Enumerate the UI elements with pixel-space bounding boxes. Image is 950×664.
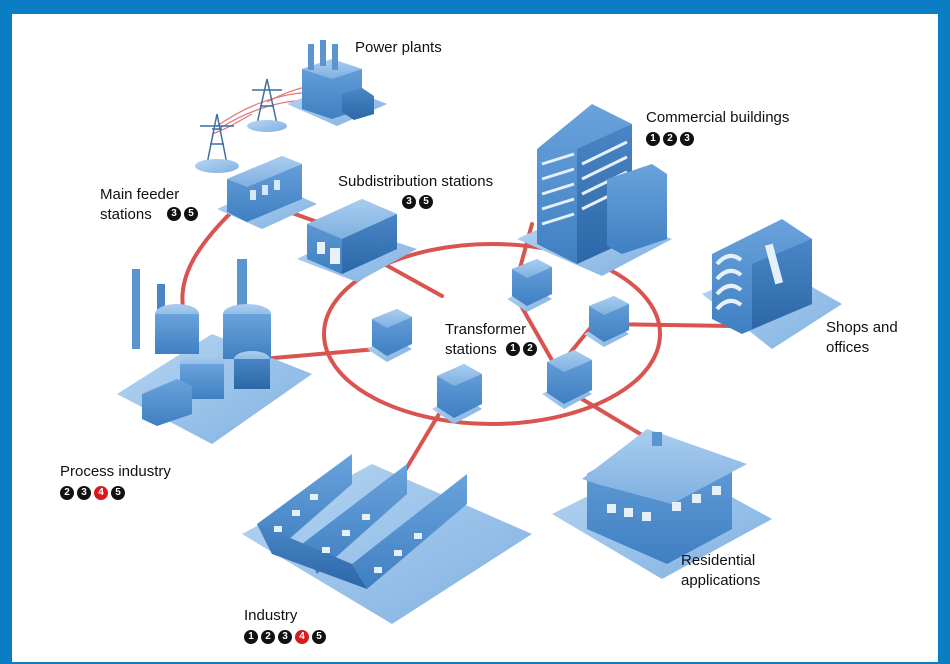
badges-transformer: 1 2	[506, 342, 537, 358]
commercial-buildings-illustration	[517, 104, 672, 276]
power-plant-illustration	[287, 40, 387, 126]
badge: 3	[680, 132, 694, 146]
badge: 5	[184, 207, 198, 221]
label-residential-line1: Residential	[681, 552, 756, 569]
label-process-industry: Process industry	[60, 463, 171, 480]
label-main-feeder-line2: stations	[100, 206, 152, 223]
badge: 1	[646, 132, 660, 146]
badge: 5	[111, 486, 125, 500]
label-transformer-line1: Transformer	[445, 321, 527, 338]
main-feeder-station-illustration	[217, 156, 317, 229]
network-diagram: Power plants Commercial buildings 1 2 3 …	[12, 14, 938, 662]
label-transformer-line2: stations	[445, 341, 497, 358]
label-main-feeder-line1: Main feeder	[100, 186, 180, 203]
badge: 2	[261, 630, 275, 644]
badge: 3	[278, 630, 292, 644]
badges-process-industry: 2 3 4 5	[60, 486, 125, 502]
label-industry: Industry	[244, 607, 298, 624]
residential-house-illustration	[552, 429, 772, 579]
badge: 1	[244, 630, 258, 644]
process-industry-illustration	[117, 259, 312, 444]
badge: 1	[506, 342, 520, 356]
label-subdistribution: Subdistribution stations	[338, 173, 494, 190]
shops-offices-illustration	[702, 219, 842, 349]
badge: 3	[167, 207, 181, 221]
badge: 3	[402, 195, 416, 209]
badge: 2	[523, 342, 537, 356]
badge: 5	[312, 630, 326, 644]
badges-industry: 1 2 3 4 5	[244, 630, 326, 646]
label-commercial-buildings: Commercial buildings	[646, 109, 790, 126]
badges-main-feeder: 3 5	[167, 207, 198, 223]
label-power-plants: Power plants	[355, 39, 442, 56]
label-shops-line2: offices	[826, 339, 870, 356]
transformer-station-boxes	[367, 259, 629, 424]
badge: 3	[77, 486, 91, 500]
industry-illustration	[242, 454, 532, 624]
badge: 2	[663, 132, 677, 146]
badge: 2	[60, 486, 74, 500]
diagram-artwork	[117, 40, 842, 624]
badge: 4	[295, 630, 309, 644]
transmission-towers	[200, 78, 282, 165]
label-residential-line2: applications	[681, 572, 761, 589]
label-shops-line1: Shops and	[826, 319, 898, 336]
badges-commercial: 1 2 3	[646, 132, 694, 148]
badge: 4	[94, 486, 108, 500]
badges-subdistribution: 3 5	[402, 195, 433, 211]
subdistribution-station-illustration	[297, 199, 417, 282]
badge: 5	[419, 195, 433, 209]
